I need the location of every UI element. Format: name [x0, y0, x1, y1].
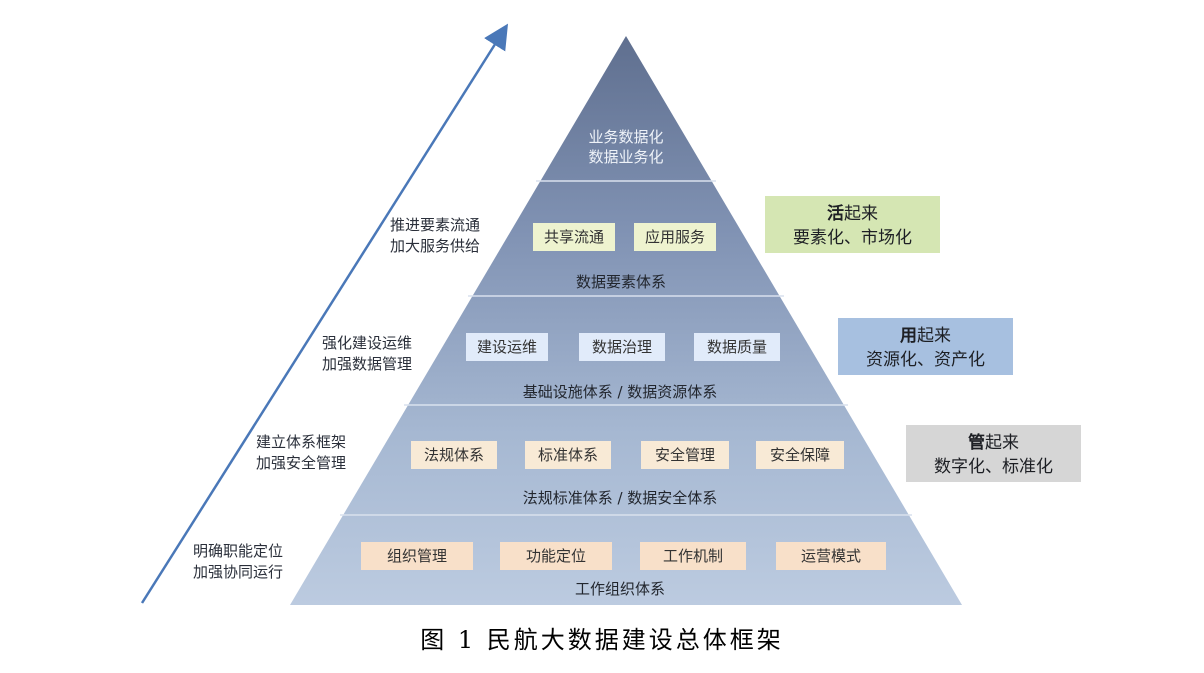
- left-label-line2: 加强安全管理: [256, 454, 347, 472]
- left-label-line2: 加强数据管理: [322, 355, 413, 373]
- left-label-framework: 建立体系框架 加强安全管理: [256, 432, 346, 474]
- growth-arrow: [140, 23, 509, 604]
- right-box-suffix: 起来: [917, 326, 951, 346]
- right-box-key-char: 用: [900, 326, 917, 346]
- pyramid-top-line2: 数据业务化: [588, 148, 664, 166]
- level3-item-construction: 建设运维: [466, 333, 548, 361]
- left-label-circulation: 推进要素流通 加大服务供给: [390, 215, 480, 257]
- level4-title: 法规标准体系 / 数据安全体系: [522, 489, 718, 507]
- right-box-subtitle: 数字化、标准化: [934, 457, 1053, 477]
- level2-item-sharing: 共享流通: [533, 223, 615, 251]
- right-box-subtitle: 资源化、资产化: [866, 350, 985, 370]
- left-label-line1: 推进要素流通: [390, 216, 481, 234]
- level4-item-regulation: 法规体系: [411, 441, 497, 469]
- left-label-operation: 强化建设运维 加强数据管理: [322, 333, 412, 375]
- right-box-active: 活起来 要素化、市场化: [765, 196, 940, 253]
- level3-title: 基础设施体系 / 数据资源体系: [522, 383, 718, 401]
- level4-item-security-guarantee: 安全保障: [756, 441, 844, 469]
- level3-item-governance: 数据治理: [579, 333, 665, 361]
- right-box-key-char: 活: [827, 204, 844, 224]
- left-label-line2: 加大服务供给: [390, 237, 481, 255]
- level5-item-function: 功能定位: [500, 542, 612, 570]
- right-box-suffix: 起来: [844, 204, 878, 224]
- level5-item-org-mgmt: 组织管理: [361, 542, 473, 570]
- right-box-use: 用起来 资源化、资产化: [838, 318, 1013, 375]
- left-label-line1: 建立体系框架: [256, 433, 347, 451]
- level5-item-mechanism: 工作机制: [640, 542, 746, 570]
- right-box-heading: 用起来: [838, 324, 1013, 348]
- right-box-heading: 活起来: [765, 202, 940, 226]
- pyramid-top-line1: 业务数据化: [588, 128, 664, 146]
- level4-item-standard: 标准体系: [525, 441, 611, 469]
- left-label-line2: 加强协同运行: [193, 563, 284, 581]
- level4-item-security-mgmt: 安全管理: [641, 441, 729, 469]
- right-box-heading: 管起来: [906, 431, 1081, 455]
- right-box-key-char: 管: [968, 433, 985, 453]
- level2-title: 数据要素体系: [575, 273, 667, 291]
- right-box-suffix: 起来: [985, 433, 1019, 453]
- left-label-coordination: 明确职能定位 加强协同运行: [193, 541, 283, 583]
- right-box-subtitle: 要素化、市场化: [793, 228, 912, 248]
- left-label-line1: 强化建设运维: [322, 334, 413, 352]
- right-box-manage: 管起来 数字化、标准化: [906, 425, 1081, 482]
- level5-item-operation: 运营模式: [776, 542, 886, 570]
- level5-title: 工作组织体系: [574, 580, 666, 598]
- level3-item-quality: 数据质量: [694, 333, 780, 361]
- left-label-line1: 明确职能定位: [193, 542, 284, 560]
- level2-item-services: 应用服务: [634, 223, 716, 251]
- pyramid-top-label: 业务数据化 数据业务化: [588, 127, 663, 167]
- figure-caption: 图 1 民航大数据建设总体框架: [420, 626, 784, 654]
